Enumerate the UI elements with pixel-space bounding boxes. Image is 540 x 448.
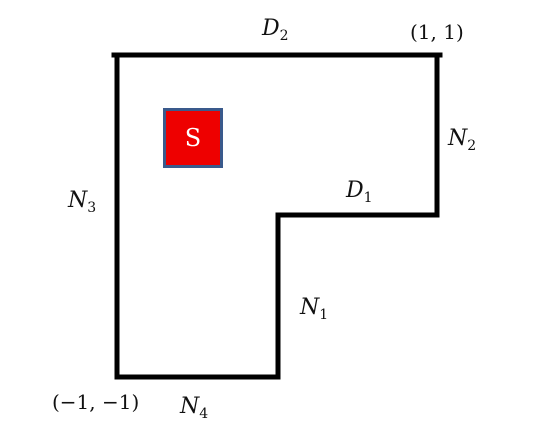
coord-top-right: (1, 1) xyxy=(410,20,464,44)
label-n2: N2 xyxy=(448,126,477,154)
label-d1: D1 xyxy=(346,178,373,206)
label-n1: N1 xyxy=(300,295,329,323)
label-d2: D2 xyxy=(262,16,289,44)
label-n4: N4 xyxy=(180,394,209,422)
label-n3: N3 xyxy=(68,188,97,216)
source-box: S xyxy=(163,108,223,168)
coord-bottom-left: (−1, −1) xyxy=(52,390,140,414)
source-label: S xyxy=(184,124,202,152)
